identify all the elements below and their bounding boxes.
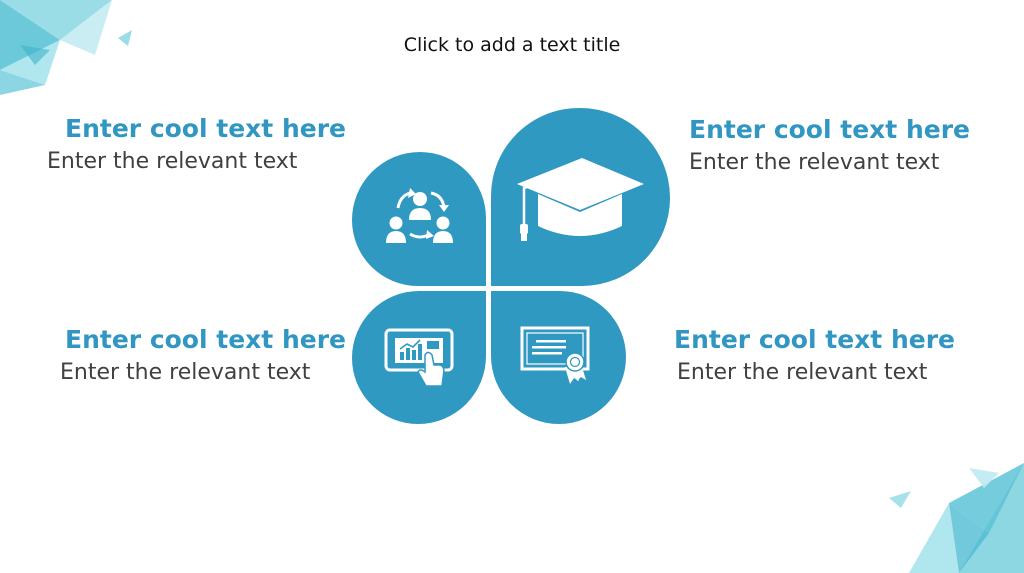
certificate-icon bbox=[520, 326, 590, 384]
text-block-bottom-left[interactable]: Enter cool text here Enter the relevant … bbox=[60, 325, 346, 385]
body-text: Enter the relevant text bbox=[689, 150, 940, 175]
corner-decoration-top-left bbox=[0, 0, 132, 95]
body-text: Enter the relevant text bbox=[47, 149, 298, 174]
body-text: Enter the relevant text bbox=[677, 360, 928, 385]
headline: Enter cool text here bbox=[674, 325, 955, 354]
teamwork-icon bbox=[386, 188, 453, 243]
petal-bottom-right[interactable] bbox=[491, 291, 626, 424]
headline: Enter cool text here bbox=[65, 114, 346, 143]
text-block-top-right[interactable]: Enter cool text here Enter the relevant … bbox=[689, 115, 970, 175]
body-text: Enter the relevant text bbox=[60, 360, 311, 385]
text-block-top-left[interactable]: Enter cool text here Enter the relevant … bbox=[47, 114, 346, 174]
slide-title[interactable]: Click to add a text title bbox=[403, 34, 621, 56]
headline: Enter cool text here bbox=[65, 325, 346, 354]
quadrant-graphic bbox=[352, 107, 670, 424]
headline: Enter cool text here bbox=[689, 115, 970, 144]
graduation-cap-icon bbox=[517, 158, 644, 241]
corner-decoration-bottom-right bbox=[889, 463, 1024, 573]
tablet-chart-icon bbox=[384, 328, 454, 387]
text-block-bottom-right[interactable]: Enter cool text here Enter the relevant … bbox=[674, 325, 955, 385]
